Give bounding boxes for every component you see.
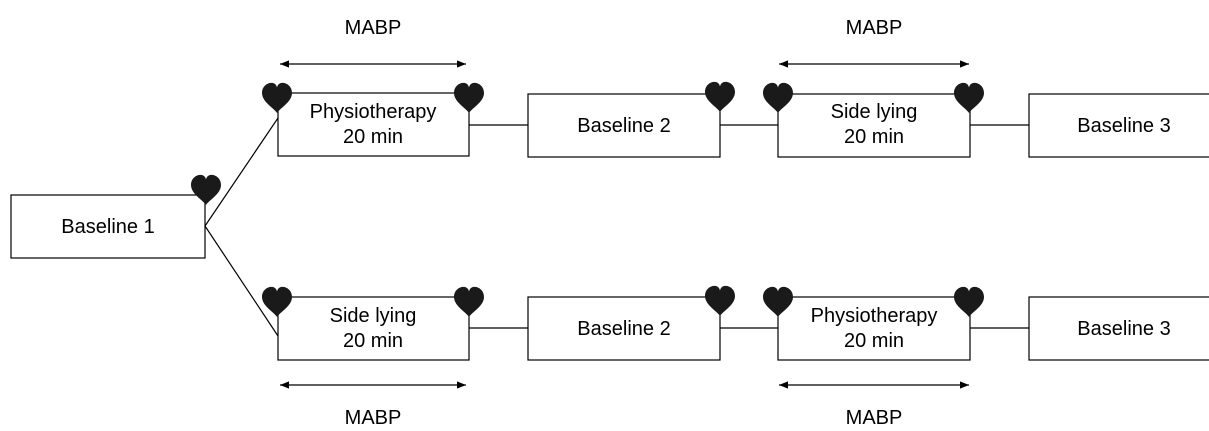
measure-label-bottom-2: MABP [846,407,903,429]
step-box-bottom-2: Baseline 2 [527,296,721,361]
arm-top: Physiotherapy 20 min Baseline 2 Side lyi… [277,17,1209,158]
step-line2: 20 min [343,126,403,148]
step-line1: Physiotherapy [811,305,938,327]
connector-lines [204,117,1029,337]
branch-line-bottom [204,225,279,337]
step-line1: Baseline 2 [577,115,670,137]
step-box-bottom-1: Side lying 20 min [277,296,470,361]
branch-line-top [204,117,279,227]
step-line1: Baseline 3 [1077,318,1170,340]
step-line1: Side lying [330,305,417,327]
measure-label-top-1: MABP [345,17,402,39]
measure-label-bottom-1: MABP [345,407,402,429]
baseline-1-box: Baseline 1 [10,194,206,259]
step-line1: Side lying [831,101,918,123]
step-line1: Baseline 2 [577,318,670,340]
step-box-top-4: Baseline 3 [1028,93,1209,158]
step-line2: 20 min [844,330,904,352]
step-box-bottom-4: Baseline 3 [1028,296,1209,361]
step-line1: Physiotherapy [310,101,437,123]
measure-label-top-2: MABP [846,17,903,39]
step-box-bottom-3: Physiotherapy 20 min [777,296,971,361]
baseline-1-label: Baseline 1 [61,216,154,238]
step-box-top-3: Side lying 20 min [777,93,971,158]
step-line2: 20 min [343,330,403,352]
arm-bottom: Side lying 20 min Baseline 2 Physiothera… [277,296,1209,429]
step-line2: 20 min [844,126,904,148]
step-line1: Baseline 3 [1077,115,1170,137]
step-box-top-2: Baseline 2 [527,93,721,158]
step-box-top-1: Physiotherapy 20 min [277,92,470,157]
